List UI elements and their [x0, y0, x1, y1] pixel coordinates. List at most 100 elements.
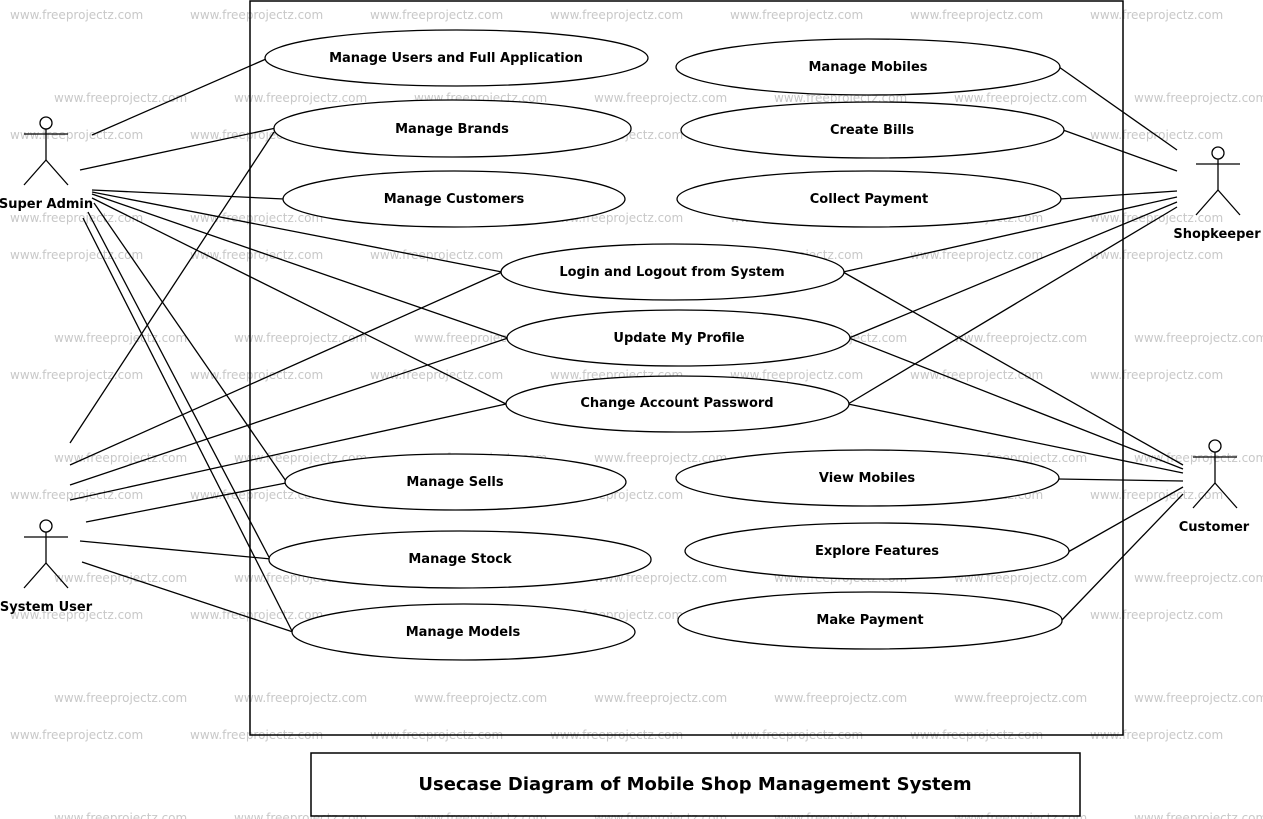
assoc-customer-view-mobiles — [1057, 478, 1184, 482]
assoc-customer-login — [842, 271, 1184, 466]
assoc-user-update-profile — [69, 337, 509, 486]
assoc-user-change-password — [69, 403, 507, 501]
watermark-text: www.freeprojectz.com — [1134, 331, 1263, 345]
assoc-admin-manage-customers — [91, 189, 285, 200]
watermark-text: www.freeprojectz.com — [54, 571, 187, 585]
watermark-text: www.freeprojectz.com — [190, 248, 323, 262]
watermark-text: www.freeprojectz.com — [10, 368, 143, 382]
assoc-admin-manage-brands — [79, 127, 277, 171]
watermark-text: www.freeprojectz.com — [190, 368, 323, 382]
watermark-text: www.freeprojectz.com — [594, 571, 727, 585]
watermark-text: www.freeprojectz.com — [54, 331, 187, 345]
usecase-login-logout: Login and Logout from System — [500, 243, 845, 301]
watermark-text: www.freeprojectz.com — [234, 331, 367, 345]
watermark-text: www.freeprojectz.com — [190, 211, 323, 225]
watermark-text: www.freeprojectz.com — [10, 488, 143, 502]
watermark-text: www.freeprojectz.com — [594, 691, 727, 705]
watermark-text: www.freeprojectz.com — [190, 488, 323, 502]
assoc-customer-make-payment — [1060, 493, 1184, 622]
watermark-text: www.freeprojectz.com — [910, 368, 1043, 382]
assoc-shopkeeper-manage-mobiles — [1058, 66, 1178, 151]
usecase-label: Manage Mobiles — [808, 60, 927, 75]
assoc-user-manage-sells — [85, 482, 287, 523]
actor-head-icon — [39, 116, 53, 130]
watermark-text: www.freeprojectz.com — [10, 8, 143, 22]
watermark-text: www.freeprojectz.com — [10, 728, 143, 742]
assoc-customer-change-password — [847, 403, 1184, 474]
usecase-manage-stock: Manage Stock — [268, 530, 652, 589]
usecase-manage-brands: Manage Brands — [273, 99, 632, 158]
watermark-text: www.freeprojectz.com — [1134, 811, 1263, 819]
usecase-make-payment: Make Payment — [677, 591, 1063, 650]
assoc-admin-manage-stock — [87, 211, 272, 562]
watermark-text: www.freeprojectz.com — [370, 368, 503, 382]
assoc-admin-manage-sells — [93, 202, 289, 485]
watermark-text: www.freeprojectz.com — [10, 608, 143, 622]
system-boundary — [249, 0, 1124, 736]
diagram-caption: Usecase Diagram of Mobile Shop Managemen… — [310, 752, 1081, 817]
assoc-shopkeeper-create-bills — [1062, 129, 1178, 172]
watermark-text: www.freeprojectz.com — [414, 811, 547, 819]
usecase-manage-customers: Manage Customers — [282, 170, 626, 228]
usecase-update-profile: Update My Profile — [506, 309, 851, 367]
watermark-text: www.freeprojectz.com — [1090, 211, 1223, 225]
assoc-shopkeeper-login — [842, 196, 1178, 273]
usecase-manage-mobiles: Manage Mobiles — [675, 38, 1061, 96]
usecase-collect-payment: Collect Payment — [676, 170, 1062, 228]
assoc-admin-update-profile — [91, 193, 509, 339]
usecase-label: Login and Logout from System — [559, 265, 784, 280]
assoc-customer-explore-features — [1067, 486, 1184, 553]
usecase-label: Manage Stock — [408, 552, 512, 567]
actor-label: Shopkeeper — [1173, 227, 1261, 242]
actor-super-admin: Super Admin — [0, 116, 93, 212]
watermark-text: www.freeprojectz.com — [1134, 451, 1263, 465]
watermark-text: www.freeprojectz.com — [1090, 248, 1223, 262]
usecase-create-bills: Create Bills — [680, 101, 1065, 159]
watermark-text: www.freeprojectz.com — [370, 8, 503, 22]
watermark-text: www.freeprojectz.com — [54, 91, 187, 105]
watermark-text: www.freeprojectz.com — [10, 128, 143, 142]
watermark-text: www.freeprojectz.com — [1134, 91, 1263, 105]
watermark-text: www.freeprojectz.com — [910, 248, 1043, 262]
actor-head-icon — [39, 519, 53, 533]
watermark-text: www.freeprojectz.com — [954, 91, 1087, 105]
actor-customer: Customer — [1179, 439, 1250, 535]
watermark-text: www.freeprojectz.com — [730, 8, 863, 22]
usecase-label: Explore Features — [815, 544, 939, 559]
watermark-text: www.freeprojectz.com — [774, 811, 907, 819]
watermark-text: www.freeprojectz.com — [1090, 488, 1223, 502]
usecase-label: Make Payment — [816, 613, 923, 628]
actor-shopkeeper: Shopkeeper — [1173, 146, 1261, 242]
watermark-text: www.freeprojectz.com — [1090, 368, 1223, 382]
watermark-text: www.freeprojectz.com — [1134, 571, 1263, 585]
watermark-text: www.freeprojectz.com — [550, 8, 683, 22]
watermark-text: www.freeprojectz.com — [10, 248, 143, 262]
watermark-text: www.freeprojectz.com — [1090, 8, 1223, 22]
actor-system-user: System User — [0, 519, 93, 615]
watermark-text: www.freeprojectz.com — [234, 91, 367, 105]
watermark-text: www.freeprojectz.com — [234, 691, 367, 705]
watermark-text: www.freeprojectz.com — [730, 368, 863, 382]
assoc-admin-manage-models — [82, 217, 294, 634]
watermark-text: www.freeprojectz.com — [594, 451, 727, 465]
usecase-label: Update My Profile — [613, 331, 744, 346]
usecase-label: Manage Brands — [395, 122, 509, 137]
usecase-label: View Mobiles — [819, 471, 916, 486]
watermark-text: www.freeprojectz.com — [774, 691, 907, 705]
watermark-text: www.freeprojectz.com — [234, 811, 367, 819]
actor-head-icon — [1208, 439, 1222, 453]
watermark-text: www.freeprojectz.com — [954, 811, 1087, 819]
watermark-text: www.freeprojectz.com — [1090, 608, 1223, 622]
watermark-text: www.freeprojectz.com — [54, 811, 187, 819]
watermark-text: www.freeprojectz.com — [594, 811, 727, 819]
actor-label: Super Admin — [0, 197, 93, 212]
assoc-shopkeeper-change-password — [847, 206, 1178, 405]
usecase-view-mobiles: View Mobiles — [675, 449, 1060, 507]
usecase-explore-features: Explore Features — [684, 522, 1070, 580]
watermark-text: www.freeprojectz.com — [190, 608, 323, 622]
watermark-text: www.freeprojectz.com — [190, 8, 323, 22]
assoc-admin-manage-users — [91, 58, 267, 136]
usecase-label: Collect Payment — [810, 192, 929, 207]
usecase-label: Manage Customers — [384, 192, 525, 207]
actor-label: System User — [0, 600, 93, 615]
